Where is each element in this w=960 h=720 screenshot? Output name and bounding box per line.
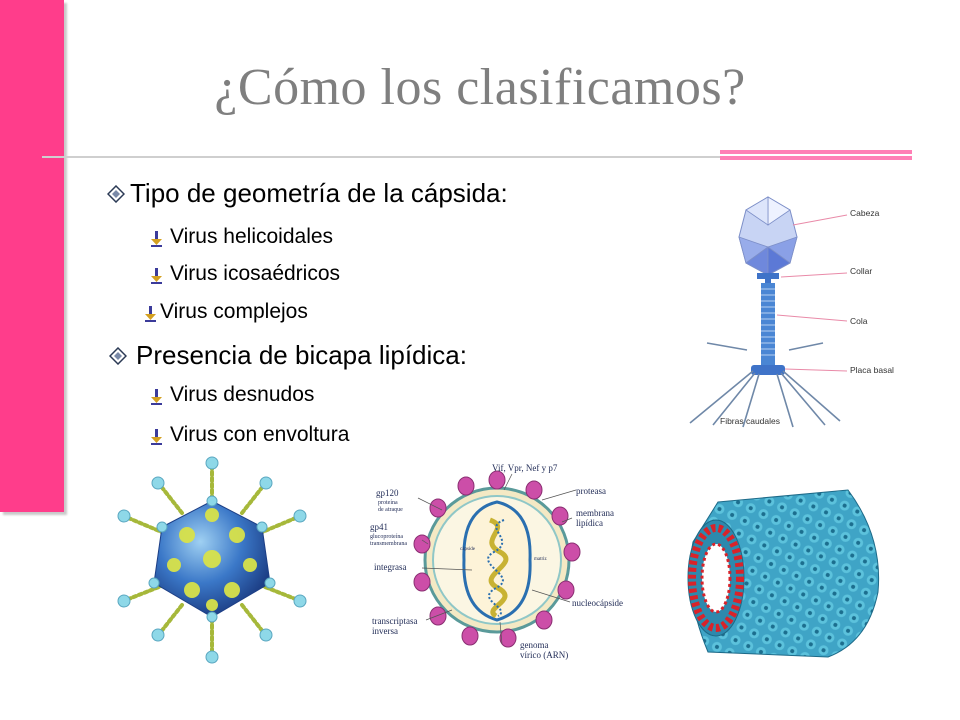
hiv-label-nucleocapside: nucleocápside	[572, 598, 623, 608]
hiv-virus-diagram: Vif, Vpr, Nef y p7 proteasa membrana lip…	[370, 463, 623, 660]
hiv-label-transcriptasa: transcriptasa	[372, 616, 417, 626]
arrow-bullet-icon	[144, 304, 158, 322]
hiv-label-lipidica: lipídica	[576, 518, 603, 528]
slide-title: ¿Cómo los clasificamos?	[214, 59, 746, 116]
hiv-label-lines	[417, 473, 577, 645]
bullet-item: Virus con envoltura	[150, 423, 349, 447]
hiv-label-de-atraque: de atraque	[378, 507, 403, 513]
bullet-item: Virus icosaédricos	[150, 262, 340, 286]
hiv-label-genoma: genoma	[520, 640, 549, 650]
divider-accent	[720, 150, 912, 164]
phage-collar-neck	[765, 275, 771, 285]
phage-label-collar: Collar	[850, 266, 872, 276]
envelope-spikes	[413, 470, 581, 648]
spike-fibers	[124, 463, 300, 657]
capsid-cone	[462, 500, 532, 622]
phage-head	[738, 196, 798, 276]
hiv-label-proteina: proteína	[378, 500, 398, 506]
arrow-bullet-icon	[150, 427, 164, 445]
decorative-side-bar	[0, 0, 64, 512]
icosahedral-virus-model	[117, 456, 307, 664]
rna-helix	[688, 524, 744, 632]
rna-genome	[488, 517, 509, 619]
bacteriophage-diagram: Cabeza Collar Cola Placa basal Fibras ca…	[689, 196, 894, 428]
hiv-label-proteasa: proteasa	[576, 486, 606, 496]
hiv-label-gp120: gp120	[376, 488, 399, 498]
arrow-bullet-icon	[150, 266, 164, 284]
phage-label-lines	[776, 214, 848, 372]
bullet-heading: Tipo de geometría de la cápsida:	[107, 178, 508, 209]
spike-knobs	[117, 456, 307, 664]
arrow-bullet-icon	[150, 387, 164, 405]
helical-virus-model	[687, 489, 880, 658]
phage-tail	[761, 283, 775, 367]
capsid-capsomers	[167, 508, 257, 611]
hiv-label-transmembrana: transmembrana	[370, 541, 407, 547]
bullet-heading: Presencia de bicapa lipídica:	[109, 340, 467, 371]
hiv-label-matriz: matriz	[534, 557, 548, 562]
phage-label-fibras: Fibras caudales	[720, 416, 780, 426]
title-divider	[42, 156, 912, 158]
hiv-label-capside: cápside	[460, 547, 476, 552]
hiv-label-membrana: membrana	[576, 508, 614, 518]
bullet-item: Virus desnudos	[150, 383, 314, 407]
bullet-item: Virus helicoidales	[150, 225, 333, 249]
diamond-bullet-icon	[109, 346, 127, 365]
phage-label-cola: Cola	[850, 316, 868, 326]
arrow-bullet-icon	[150, 229, 164, 247]
phage-label-placa-basal: Placa basal	[850, 365, 894, 375]
phage-label-cabeza: Cabeza	[850, 208, 880, 218]
hiv-label-gp41: gp41	[370, 522, 388, 532]
hiv-label-vif: Vif, Vpr, Nef y p7	[492, 463, 558, 473]
phage-baseplate	[751, 365, 785, 375]
hiv-label-glucoproteina: glucoproteína	[370, 534, 403, 540]
phage-tail-fibers	[689, 342, 841, 428]
bullet-item: Virus complejos	[144, 300, 308, 324]
hiv-label-virico: vírico (ARN)	[520, 650, 568, 660]
hiv-label-inversa: inversa	[372, 626, 398, 636]
phage-collar	[757, 273, 779, 279]
diamond-bullet-icon	[107, 184, 125, 203]
hiv-label-integrasa: integrasa	[374, 562, 406, 572]
